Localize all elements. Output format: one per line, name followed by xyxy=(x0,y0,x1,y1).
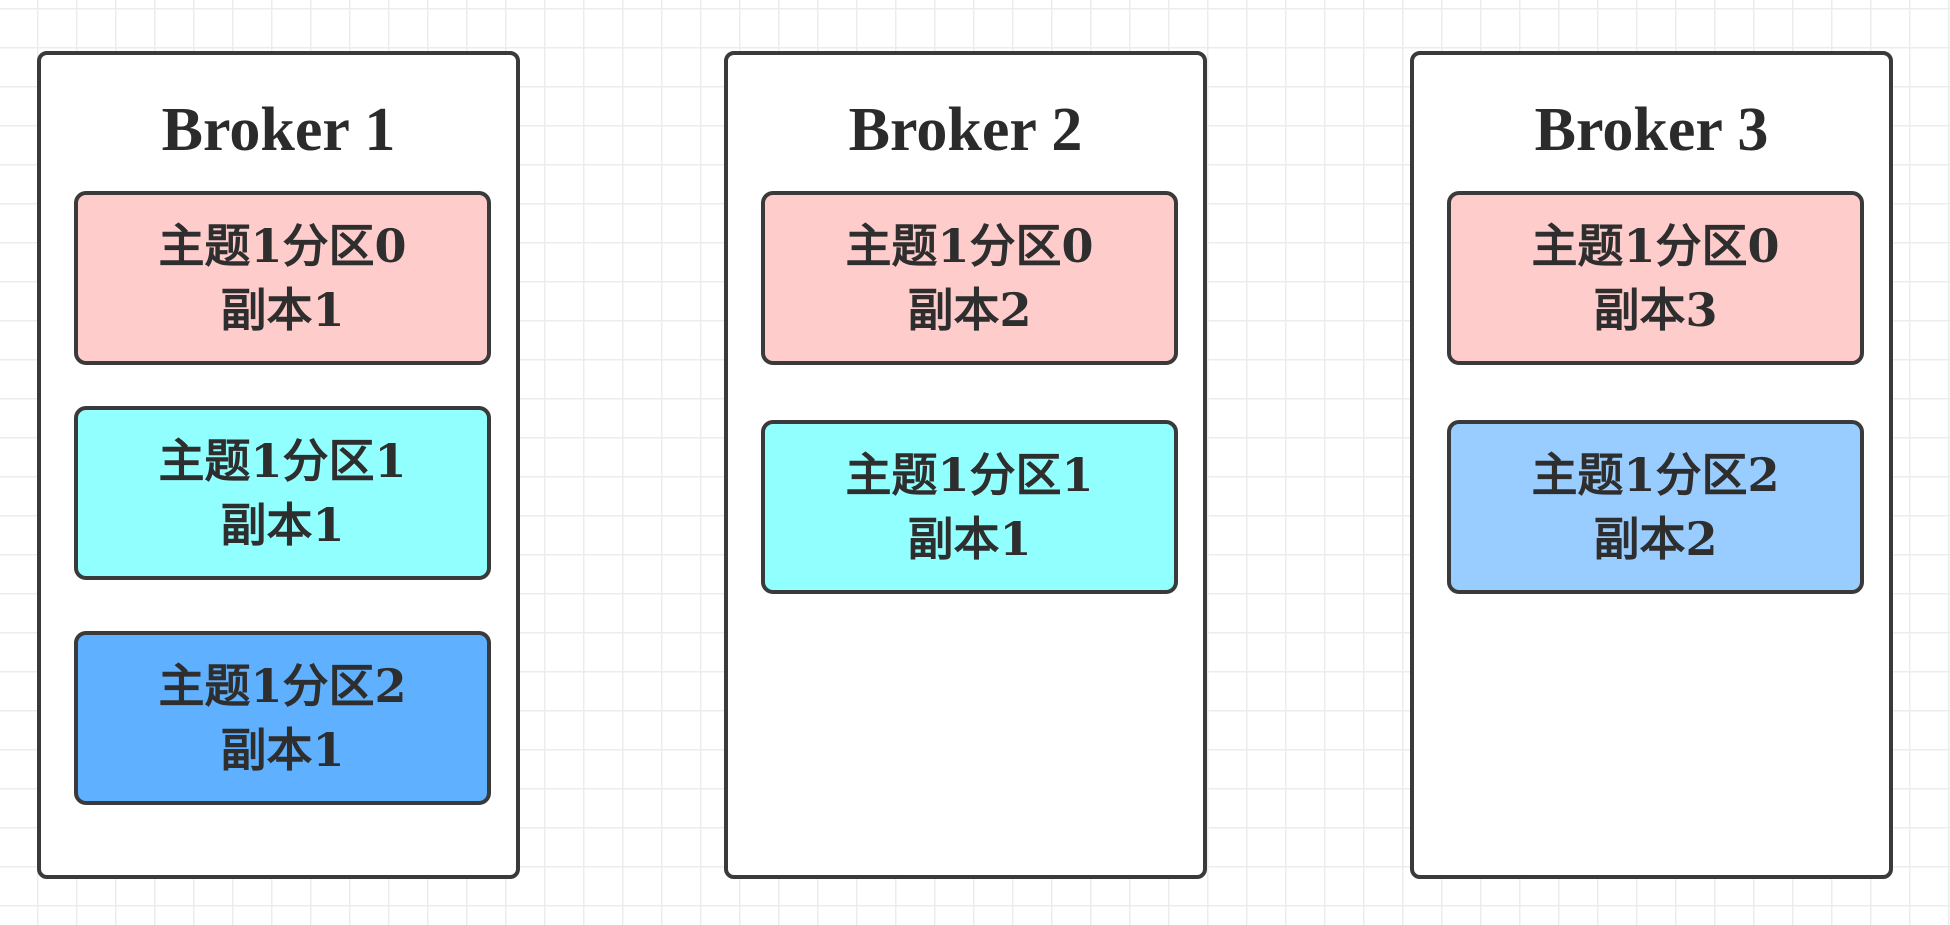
broker-3-box[interactable]: Broker 3 主题1分区0 副本3 主题1分区2 副本2 xyxy=(1410,51,1893,879)
replica-label: 副本2 xyxy=(1593,512,1718,566)
partition-replica-box[interactable]: 主题1分区0 副本2 xyxy=(761,191,1178,365)
partition-label: 主题1分区0 xyxy=(158,219,407,273)
replica-label: 副本1 xyxy=(220,283,345,337)
partition-replica-box[interactable]: 主题1分区1 副本1 xyxy=(74,406,491,580)
replica-label: 副本1 xyxy=(220,723,345,777)
partition-replica-box[interactable]: 主题1分区2 副本1 xyxy=(74,631,491,805)
broker-title: Broker 1 xyxy=(161,96,396,164)
broker-1-box[interactable]: Broker 1 主题1分区0 副本1 主题1分区1 副本1 主题1分区2 副本… xyxy=(37,51,520,879)
broker-2-box[interactable]: Broker 2 主题1分区0 副本2 主题1分区1 副本1 xyxy=(724,51,1207,879)
partition-label: 主题1分区2 xyxy=(158,659,407,713)
partition-replica-box[interactable]: 主题1分区0 副本1 xyxy=(74,191,491,365)
replica-label: 副本3 xyxy=(1593,283,1718,337)
partition-label: 主题1分区0 xyxy=(845,219,1094,273)
replica-label: 副本1 xyxy=(220,498,345,552)
partition-label: 主题1分区0 xyxy=(1531,219,1780,273)
partition-label: 主题1分区1 xyxy=(845,448,1094,502)
partition-label: 主题1分区2 xyxy=(1531,448,1780,502)
broker-title: Broker 2 xyxy=(848,96,1083,164)
partition-replica-box[interactable]: 主题1分区0 副本3 xyxy=(1447,191,1864,365)
partition-label: 主题1分区1 xyxy=(158,434,407,488)
broker-title: Broker 3 xyxy=(1534,96,1769,164)
partition-replica-box[interactable]: 主题1分区2 副本2 xyxy=(1447,420,1864,594)
replica-label: 副本1 xyxy=(907,512,1032,566)
replica-label: 副本2 xyxy=(907,283,1032,337)
partition-replica-box[interactable]: 主题1分区1 副本1 xyxy=(761,420,1178,594)
